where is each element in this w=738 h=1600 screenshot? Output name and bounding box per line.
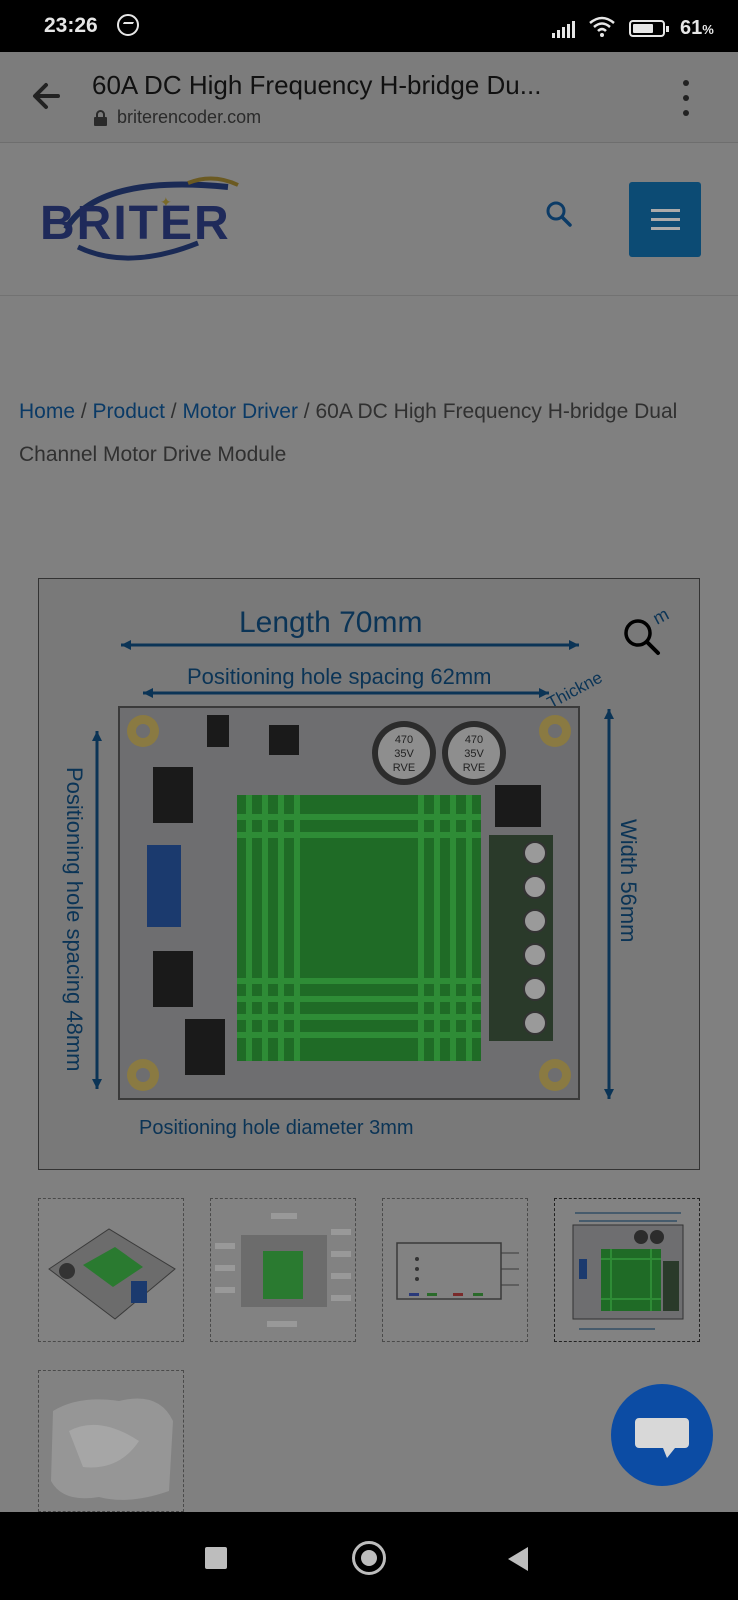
svg-text:RVE: RVE <box>463 762 485 774</box>
chat-icon <box>635 1418 689 1458</box>
browser-toolbar: 60A DC High Frequency H-bridge Du... bri… <box>0 52 738 143</box>
diameter-label: Positioning hole diameter 3mm <box>139 1117 414 1139</box>
system-navigation-bar <box>0 1512 738 1600</box>
signal-icon <box>552 18 575 38</box>
status-time: 23:26 <box>44 14 98 37</box>
menu-button[interactable] <box>629 182 701 257</box>
battery-icon <box>629 20 669 37</box>
product-thumbnail[interactable] <box>38 1370 184 1512</box>
svg-text:✦: ✦ <box>160 195 172 211</box>
chat-button[interactable] <box>611 1384 713 1486</box>
back-arrow-icon[interactable] <box>28 78 64 114</box>
zoom-icon[interactable] <box>622 617 662 657</box>
site-header: ✦ BRITER <box>0 143 738 296</box>
search-icon[interactable] <box>545 200 573 232</box>
product-main-image[interactable]: Length 70mm Positioning hole spacing 62m… <box>38 578 700 1170</box>
svg-text:BRITER: BRITER <box>40 197 231 250</box>
product-thumbnail[interactable] <box>38 1198 184 1342</box>
product-thumbnail-active[interactable] <box>554 1198 700 1342</box>
width-label: Width 56mm <box>616 819 641 942</box>
more-options-icon[interactable] <box>680 80 692 116</box>
svg-text:35V: 35V <box>464 748 484 760</box>
breadcrumb-separator: / <box>75 400 93 423</box>
spacing-48-label: Positioning hole spacing 48mm <box>62 767 87 1072</box>
breadcrumb-motor-driver[interactable]: Motor Driver <box>182 400 298 423</box>
page-title[interactable]: 60A DC High Frequency H-bridge Du... <box>92 70 542 100</box>
back-icon[interactable] <box>508 1547 528 1571</box>
svg-text:35V: 35V <box>394 748 414 760</box>
product-thumbnail[interactable] <box>210 1198 356 1342</box>
wifi-icon <box>588 14 616 44</box>
site-logo[interactable]: ✦ BRITER <box>38 169 268 269</box>
menu-bar <box>651 209 680 212</box>
menu-bar <box>651 227 680 230</box>
breadcrumb-separator: / <box>297 400 316 423</box>
breadcrumb-home[interactable]: Home <box>19 400 76 423</box>
svg-text:RVE: RVE <box>393 762 415 774</box>
thickness-label: Thickne <box>544 668 605 713</box>
battery-percent: 61% <box>680 17 714 39</box>
url-domain[interactable]: briterencoder.com <box>117 107 262 127</box>
recent-apps-icon[interactable] <box>205 1547 227 1569</box>
product-thumbnail[interactable] <box>382 1198 528 1342</box>
breadcrumb: Home / Product / Motor Driver / 60A DC H… <box>19 390 719 476</box>
spacing-62-label: Positioning hole spacing 62mm <box>187 664 492 689</box>
messenger-icon <box>117 14 139 36</box>
svg-text:470: 470 <box>395 734 413 746</box>
menu-bar <box>651 218 680 221</box>
breadcrumb-product[interactable]: Product <box>92 400 165 423</box>
length-label: Length 70mm <box>239 606 422 639</box>
breadcrumb-separator: / <box>164 400 183 423</box>
lock-icon <box>93 110 108 126</box>
home-icon[interactable] <box>352 1541 386 1575</box>
breadcrumb-current: 60A DC High Frequency H-bridge Dual Chan… <box>19 400 678 466</box>
svg-text:470: 470 <box>465 734 483 746</box>
status-bar: 23:26 61% <box>0 0 738 52</box>
